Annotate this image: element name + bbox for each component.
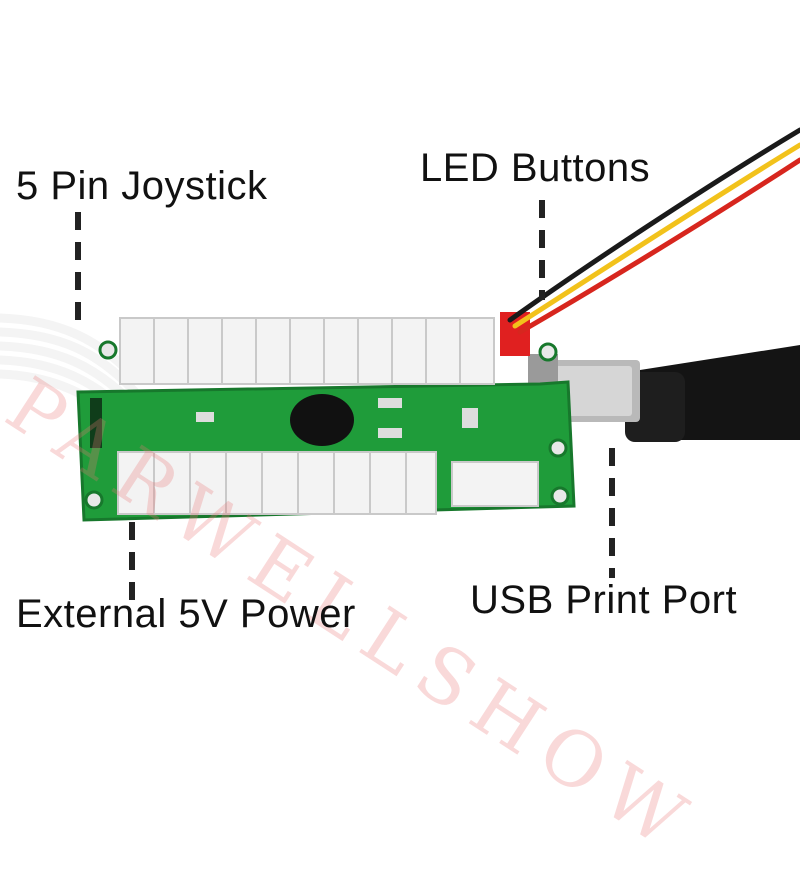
usb-port-label: USB Print Port — [470, 578, 738, 622]
top-connector-row — [119, 317, 495, 385]
board-illustration — [0, 127, 800, 600]
joystick-label: 5 Pin Joystick — [16, 164, 268, 208]
external-power-label: External 5V Power — [16, 592, 356, 636]
bottom-connector-row — [117, 451, 539, 515]
pointer-lines — [75, 200, 615, 600]
led-buttons-label: LED Buttons — [420, 146, 651, 190]
product-photo: PARWELLSHOW 5 Pin Joystick LED Buttons E… — [0, 127, 800, 871]
